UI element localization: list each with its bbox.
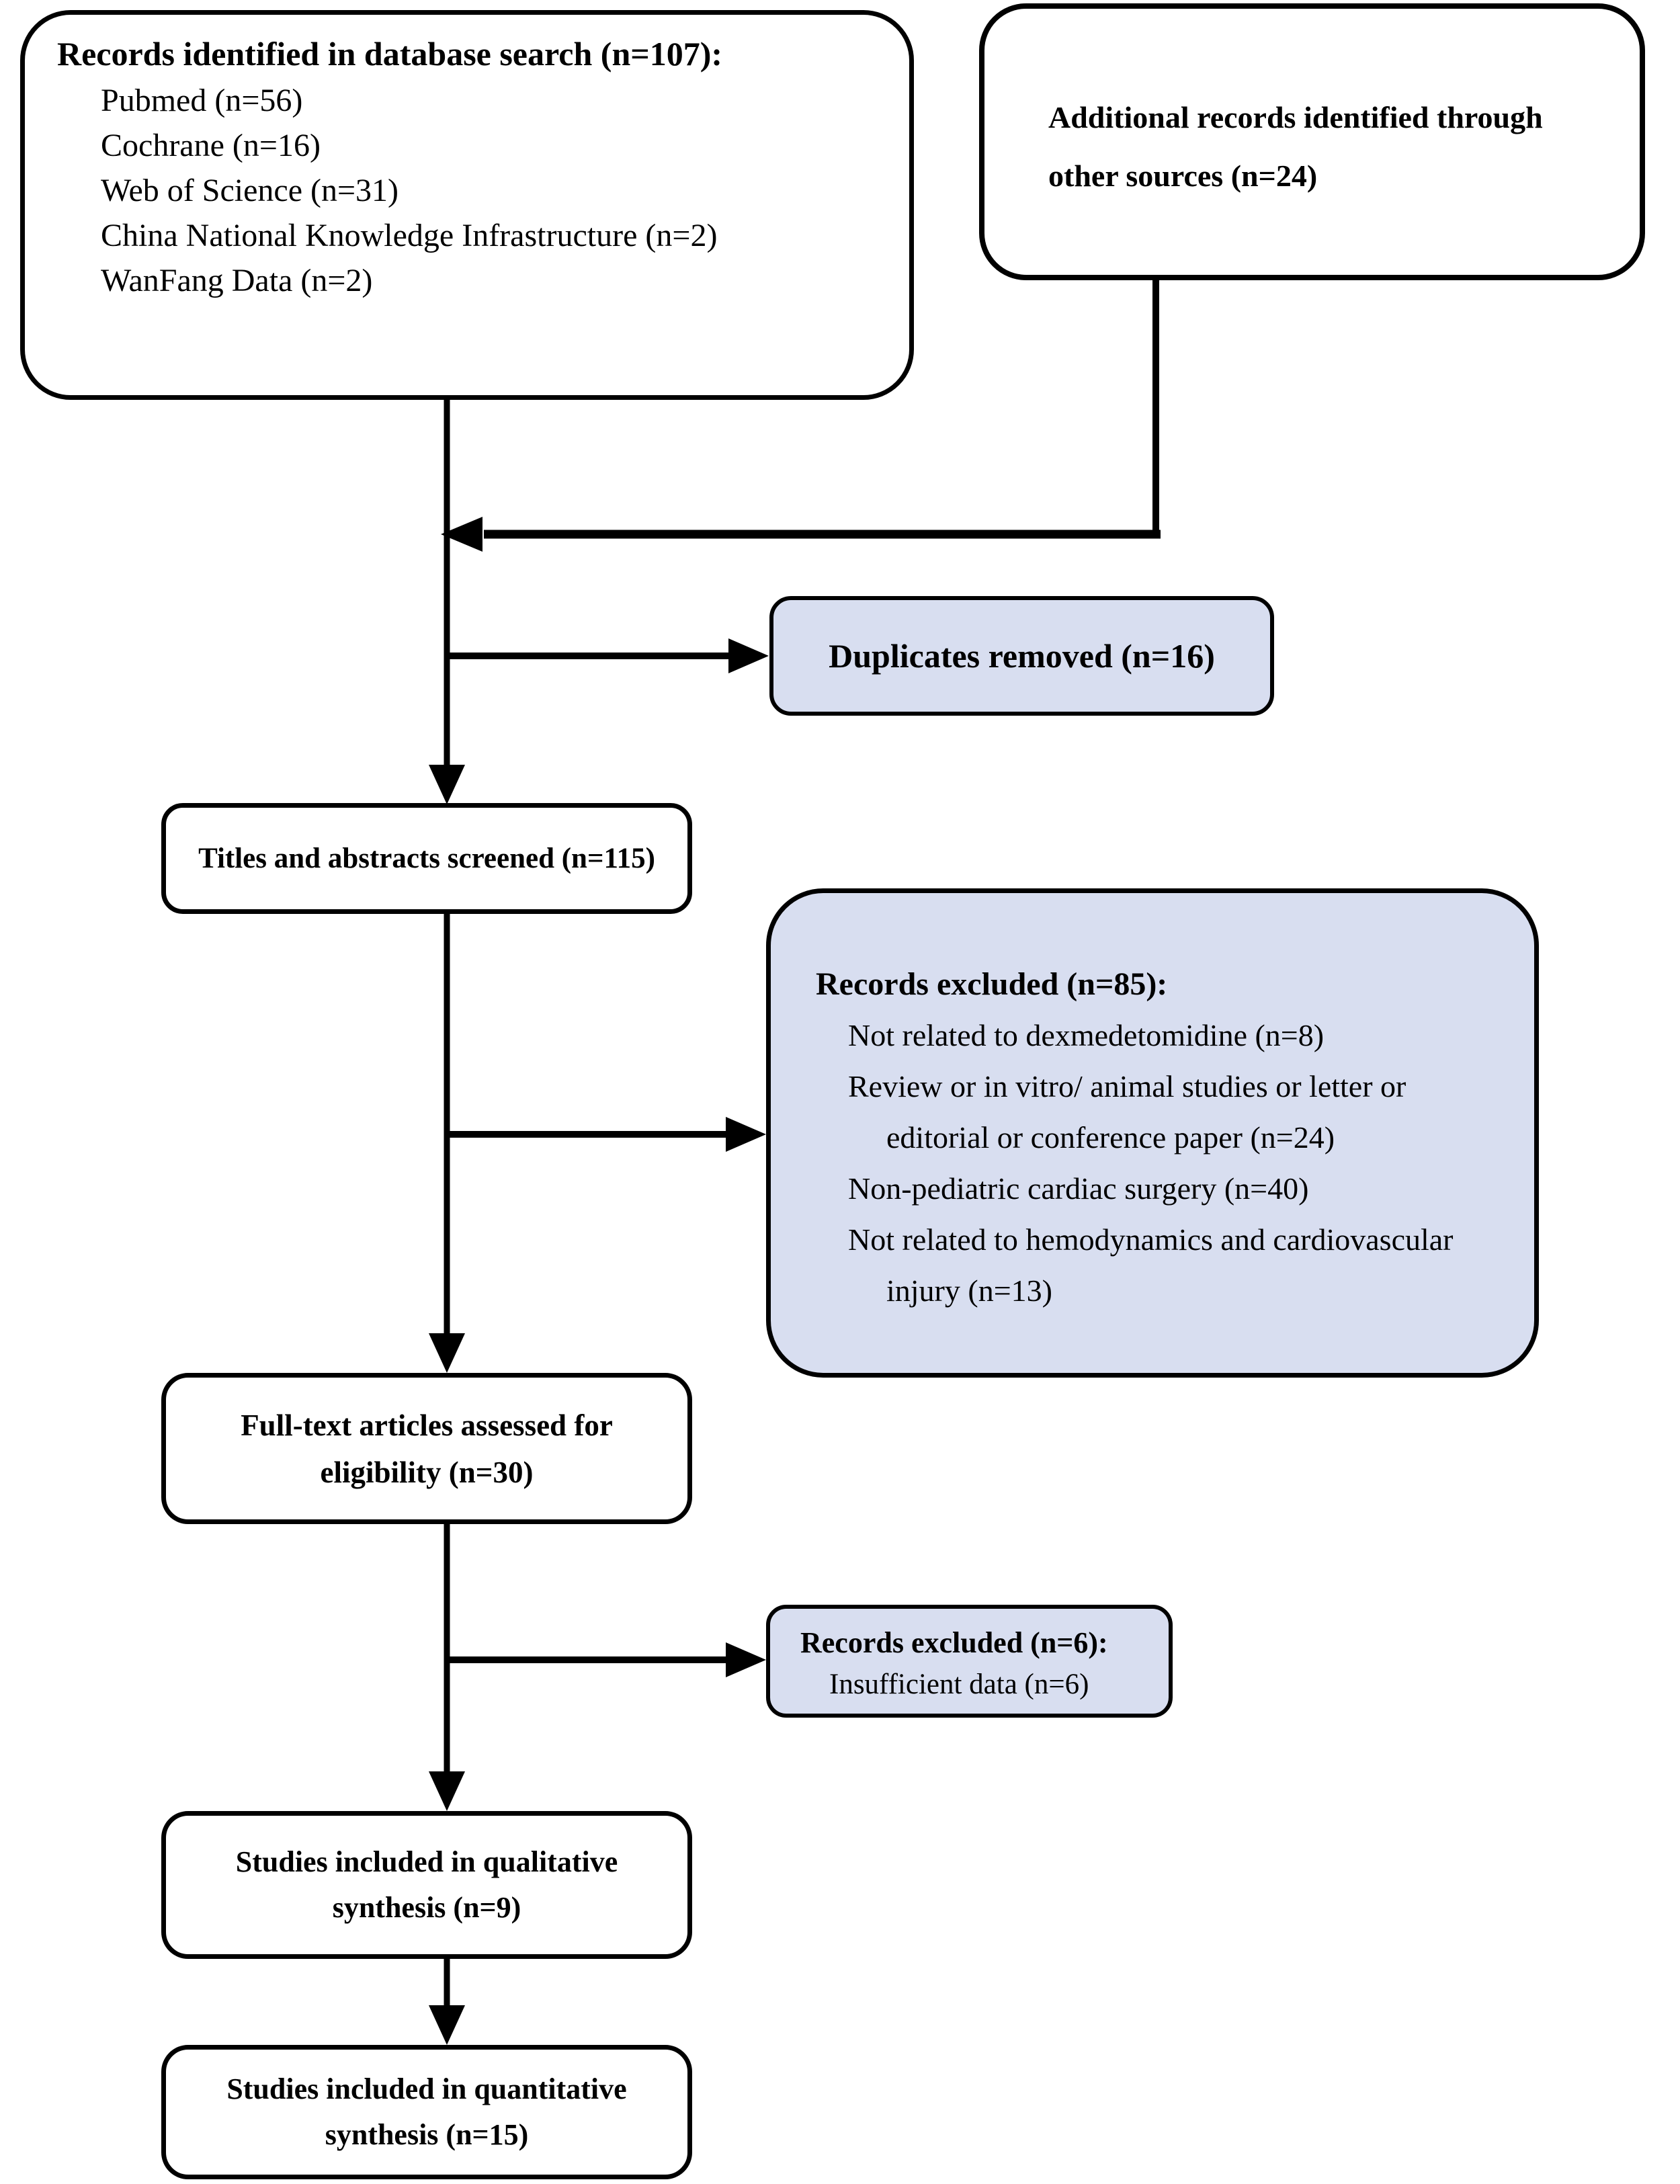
records-identified-title: Records identified in database search (n… — [57, 35, 723, 73]
qualitative-synthesis-line-2: synthesis (n=9) — [332, 1891, 521, 1924]
exclusion-reason-review-line-1: Review or in vitro/ animal studies or le… — [848, 1069, 1406, 1103]
exclusion-reason-not-dexmedetomidine: Not related to dexmedetomidine (n=8) — [848, 1018, 1325, 1052]
box-fulltext-assessed: Full-text articles assessed for eligibil… — [161, 1373, 692, 1524]
arrowhead-down-into-screened — [429, 765, 465, 804]
exclusion-reason-non-pediatric: Non-pediatric cardiac surgery (n=40) — [848, 1171, 1309, 1206]
fulltext-assessed-line-2: eligibility (n=30) — [320, 1455, 534, 1489]
qualitative-synthesis-line-1: Studies included in qualitative — [235, 1845, 618, 1878]
exclusion-reason-insufficient-data: Insufficient data (n=6) — [829, 1669, 1089, 1700]
records-excluded-fulltext-title: Records excluded (n=6): — [800, 1626, 1108, 1659]
box-additional-records: Additional records identified through ot… — [979, 3, 1645, 280]
box-records-excluded-fulltext: Records excluded (n=6): Insufficient dat… — [766, 1605, 1173, 1718]
exclusion-reason-hemodynamics-line-2: injury (n=13) — [886, 1273, 1052, 1308]
database-item-web-of-science: Web of Science (n=31) — [101, 173, 399, 208]
box-quantitative-synthesis: Studies included in quantitative synthes… — [161, 2045, 692, 2179]
database-item-wanfang: WanFang Data (n=2) — [101, 263, 373, 298]
arrowhead-down-into-qualitative — [429, 1771, 465, 1811]
records-excluded-screening-title: Records excluded (n=85): — [816, 966, 1168, 1002]
duplicates-removed-label: Duplicates removed (n=16) — [829, 637, 1215, 675]
quantitative-synthesis-line-2: synthesis (n=15) — [325, 2118, 529, 2151]
box-titles-abstracts-screened: Titles and abstracts screened (n=115) — [161, 803, 692, 914]
arrowhead-right-into-excluded-fulltext — [726, 1642, 766, 1677]
box-records-identified: Records identified in database search (n… — [20, 10, 914, 400]
arrowhead-down-into-quantitative — [429, 2005, 465, 2045]
database-item-pubmed: Pubmed (n=56) — [101, 83, 303, 118]
box-records-excluded-screening: Records excluded (n=85): Not related to … — [766, 888, 1539, 1378]
arrowhead-right-into-duplicates — [728, 638, 769, 673]
quantitative-synthesis-line-1: Studies included in quantitative — [226, 2072, 627, 2105]
database-item-cochrane: Cochrane (n=16) — [101, 128, 321, 163]
additional-records-line-2: other sources (n=24) — [1048, 159, 1318, 193]
arrowhead-down-into-fulltext — [429, 1333, 465, 1373]
box-duplicates-removed: Duplicates removed (n=16) — [769, 596, 1274, 716]
database-item-cnki: China National Knowledge Infrastructure … — [101, 218, 718, 253]
additional-records-line-1: Additional records identified through — [1048, 100, 1543, 134]
titles-abstracts-screened-label: Titles and abstracts screened (n=115) — [198, 843, 655, 874]
fulltext-assessed-line-1: Full-text articles assessed for — [241, 1408, 613, 1442]
exclusion-reason-review-line-2: editorial or conference paper (n=24) — [886, 1120, 1335, 1154]
box-qualitative-synthesis: Studies included in qualitative synthesi… — [161, 1811, 692, 1959]
exclusion-reason-hemodynamics-line-1: Not related to hemodynamics and cardiova… — [848, 1222, 1454, 1257]
arrowhead-right-into-excluded-screening — [726, 1117, 766, 1152]
arrowhead-left-into-spine — [441, 517, 482, 552]
